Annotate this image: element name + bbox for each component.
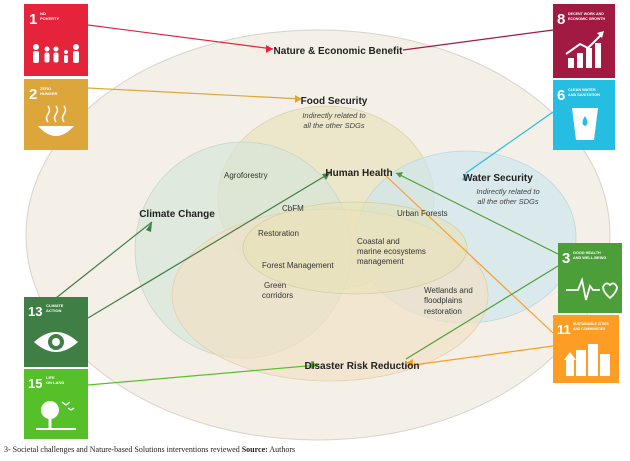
arrowhead-health-right: [396, 172, 403, 178]
connector-sdg13-health: [87, 172, 331, 319]
sdg13-title-2: ACTION: [46, 308, 61, 313]
sdg8-number: 8: [557, 11, 565, 28]
intervention-cbfm: CbFM: [282, 204, 304, 213]
sdg1-title-1: NO: [40, 11, 46, 16]
connector-sdg6-water: [465, 111, 554, 174]
sdg3-title-1: GOOD HEALTH: [573, 251, 601, 255]
water-security-note-1: Indirectly related to: [476, 187, 539, 196]
sdg13-number: 13: [28, 304, 42, 319]
sdg1-number: 1: [29, 11, 37, 28]
intervention-green-2: corridors: [262, 291, 293, 300]
water-glass-icon: [572, 108, 598, 140]
growth-chart-icon: [565, 31, 604, 68]
water-security-label: Water Security: [463, 173, 533, 184]
connector-sdg13-climate: [55, 221, 153, 299]
intervention-coastal-1: Coastal and: [357, 237, 400, 246]
sdg8-title-1: DECENT WORK AND: [568, 12, 604, 16]
heartbeat-icon: [566, 276, 618, 301]
sdg1-title-2: POVERTY: [40, 16, 59, 21]
intervention-urban-forests: Urban Forests: [397, 209, 448, 218]
connector-sdg11-health: [385, 175, 554, 334]
sdg8-title-2: ECONOMIC GROWTH: [568, 17, 606, 21]
sdg11-title-1: SUSTAINABLE CITIES: [573, 322, 609, 326]
figure-caption: 3- Societal challenges and Nature-based …: [4, 445, 624, 454]
connector-sdg15-disaster: [87, 364, 319, 386]
sdg11-number: 11: [557, 322, 571, 337]
intervention-wetlands-2: floodplains: [424, 296, 462, 305]
sdg6-number: 6: [557, 87, 565, 104]
food-security-label: Food Security: [301, 96, 368, 107]
sdg15-title-1: LIFE: [46, 375, 55, 380]
water-security-note-2: all the other SDGs: [477, 197, 539, 206]
sdg11-tile: 11 SUSTAINABLE CITIES AND COMMUNITIES: [553, 315, 619, 383]
disaster-risk-label: Disaster Risk Reduction: [304, 361, 419, 372]
connectors: [55, 24, 559, 386]
connector-sdg3-health: [395, 172, 559, 255]
sdg3-title-2: AND WELL-BEING: [573, 256, 606, 260]
arrowhead-food: [295, 95, 302, 103]
connector-sdg1-nature: [87, 24, 274, 50]
intervention-restoration: Restoration: [258, 229, 299, 238]
intervention-coastal-3: management: [357, 257, 404, 266]
connector-sdg2-food: [87, 87, 303, 100]
arrowhead-climate: [146, 222, 152, 232]
sdg11-title-2: AND COMMUNITIES: [573, 327, 606, 331]
sdg13-title-1: CLIMATE: [46, 303, 64, 308]
human-health-set: [242, 201, 468, 295]
sdg1-tile: 1 NO POVERTY: [24, 4, 88, 76]
city-buildings-icon: [564, 344, 610, 376]
arrowhead-water: [462, 173, 467, 181]
intervention-coastal-2: marine ecosystems: [357, 247, 426, 256]
sdg6-tile: 6 CLEAN WATER AND SANITATION: [553, 80, 615, 150]
tree-birds-icon: [36, 401, 76, 430]
interventions: Agroforestry CbFM Urban Forests Restorat…: [224, 171, 473, 316]
connector-sdg3-disaster: [405, 265, 559, 360]
caption-source-label: Source:: [241, 445, 268, 454]
sdg2-tile: 2 ZERO HUNGER: [24, 79, 88, 150]
intervention-green-1: Green: [264, 281, 286, 290]
arrowhead-nature-left: [266, 45, 273, 53]
sdg2-number: 2: [29, 86, 37, 103]
sdg6-title-2: AND SANITATION: [568, 93, 600, 97]
intervention-agroforestry: Agroforestry: [224, 171, 268, 180]
sdg15-number: 15: [28, 376, 42, 391]
caption-text: 3- Societal challenges and Nature-based …: [4, 445, 240, 454]
sdg6-title-1: CLEAN WATER: [568, 88, 596, 92]
eye-earth-icon: [34, 332, 78, 352]
bowl-icon: [38, 105, 74, 136]
sdg2-title-1: ZERO: [40, 86, 51, 91]
sdg13-tile: 13 CLIMATE ACTION: [24, 297, 88, 367]
intervention-wetlands-3: restoration: [424, 307, 462, 316]
intervention-wetlands-1: Wetlands and: [424, 286, 473, 295]
connector-sdg8-nature: [402, 29, 554, 51]
sdg3-tile: 3 GOOD HEALTH AND WELL-BEING: [558, 243, 622, 313]
arrowhead-disaster-right: [406, 359, 413, 367]
caption-source-value: Authors: [269, 445, 296, 454]
sdg15-tile: 15 LIFE ON LAND: [24, 369, 88, 439]
food-security-note-2: all the other SDGs: [303, 121, 365, 130]
arrowhead-disaster-left: [311, 361, 318, 369]
nature-economic-label: Nature & Economic Benefit: [274, 46, 404, 57]
connector-sdg11-disaster: [405, 345, 554, 367]
food-security-note-1: Indirectly related to: [302, 111, 365, 120]
human-health-label: Human Health: [325, 168, 392, 179]
arrowhead-health-left: [322, 173, 330, 180]
climate-change-label: Climate Change: [139, 209, 215, 220]
sdg3-number: 3: [562, 250, 570, 267]
sdg8-tile: 8 DECENT WORK AND ECONOMIC GROWTH: [553, 4, 615, 78]
sdg2-title-2: HUNGER: [40, 91, 57, 96]
intervention-forest-management: Forest Management: [262, 261, 334, 270]
people-icon: [33, 44, 79, 63]
sdg15-title-2: ON LAND: [46, 380, 64, 385]
arrowheads: [146, 45, 467, 369]
